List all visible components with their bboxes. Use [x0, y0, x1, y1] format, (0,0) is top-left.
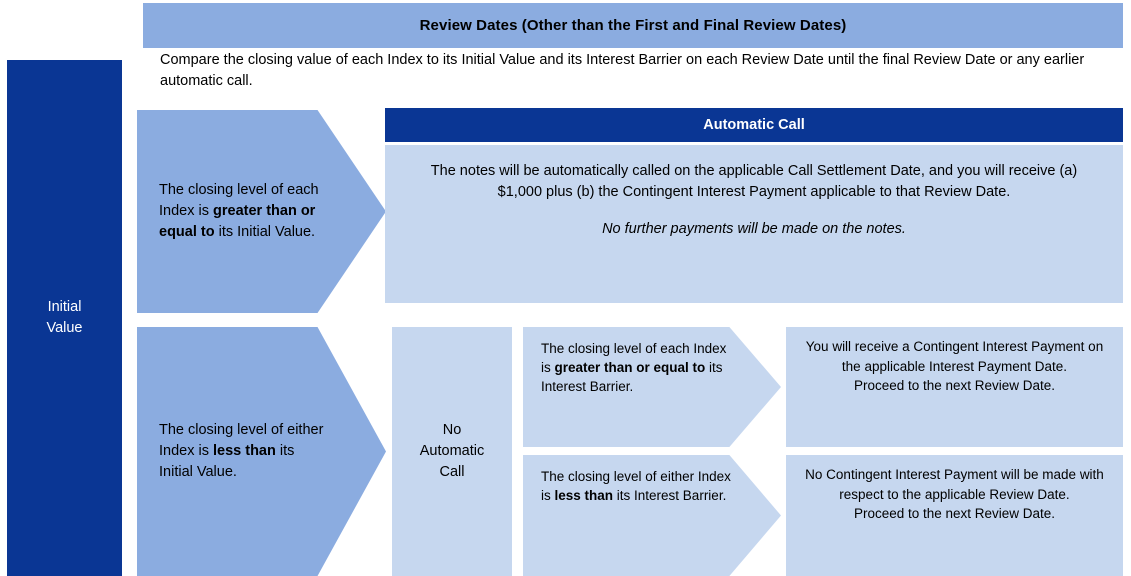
condition-emphasis: greater than or equal to: [159, 202, 316, 240]
review-dates-header: Review Dates (Other than the First and F…: [143, 3, 1123, 48]
automatic-call-header: Automatic Call: [385, 108, 1123, 142]
automatic-call-body: The notes will be automatically called o…: [385, 145, 1123, 303]
condition-suffix: its Initial Value.: [159, 442, 295, 480]
automatic-call-no-further-payments: No further payments will be made on the …: [602, 221, 906, 238]
condition-text: The closing level of each Index is great…: [523, 327, 737, 396]
condition-text: The closing level of either Index is les…: [523, 455, 737, 505]
condition-index-lt-interest-barrier: The closing level of either Index is les…: [523, 455, 781, 576]
no-automatic-call-line3: Call: [439, 464, 465, 480]
automatic-call-body-spacer: [415, 203, 1093, 219]
intro-paragraph: Compare the closing value of each Index …: [160, 50, 1115, 100]
no-automatic-call-box: No Automatic Call: [392, 327, 512, 576]
condition-index-ge-interest-barrier: The closing level of each Index is great…: [523, 327, 781, 447]
review-dates-title: Review Dates (Other than the First and F…: [419, 17, 847, 34]
condition-index-lt-initial-value: The closing level of either Index is les…: [137, 327, 386, 576]
initial-value-label-line2: Value: [46, 320, 83, 336]
automatic-call-title: Automatic Call: [703, 117, 805, 133]
intro-text: Compare the closing value of each Index …: [160, 52, 1085, 89]
no-automatic-call-label: No Automatic Call: [420, 420, 484, 483]
outcome-line2: Proceed to the next Review Date.: [853, 378, 1056, 394]
initial-value-label-line1: Initial: [47, 298, 82, 315]
no-automatic-call-line1: No: [442, 421, 462, 438]
condition-suffix: its Interest Barrier.: [541, 360, 723, 395]
condition-prefix: The closing level of either Index is: [541, 469, 731, 504]
condition-emphasis: less than: [554, 488, 614, 504]
outcome-no-contingent-interest: No Contingent Interest Payment will be m…: [786, 455, 1123, 576]
initial-value-label: Initial Value: [46, 297, 82, 339]
condition-text: The closing level of each Index is great…: [137, 180, 328, 243]
outcome-line2: Proceed to the next Review Date.: [853, 506, 1056, 522]
condition-emphasis: less than: [213, 442, 276, 459]
condition-index-ge-initial-value: The closing level of each Index is great…: [137, 110, 386, 313]
condition-prefix: The closing level of each Index is: [541, 341, 727, 376]
condition-suffix: its Interest Barrier.: [613, 488, 727, 504]
condition-text: The closing level of either Index is les…: [137, 420, 328, 483]
condition-suffix: its Initial Value.: [214, 224, 316, 240]
no-automatic-call-line2: Automatic: [419, 442, 485, 459]
automatic-call-body-text: The notes will be automatically called o…: [430, 163, 1078, 201]
condition-prefix: The closing level of either Index is: [159, 421, 324, 459]
condition-emphasis: greater than or equal to: [554, 360, 706, 376]
outcome-contingent-interest-paid: You will receive a Contingent Interest P…: [786, 327, 1123, 447]
condition-prefix: The closing level of each Index is: [159, 181, 319, 219]
outcome-line1: You will receive a Contingent Interest P…: [805, 339, 1104, 374]
outcome-line1: No Contingent Interest Payment will be m…: [805, 467, 1104, 502]
initial-value-pillar: Initial Value: [7, 60, 122, 576]
